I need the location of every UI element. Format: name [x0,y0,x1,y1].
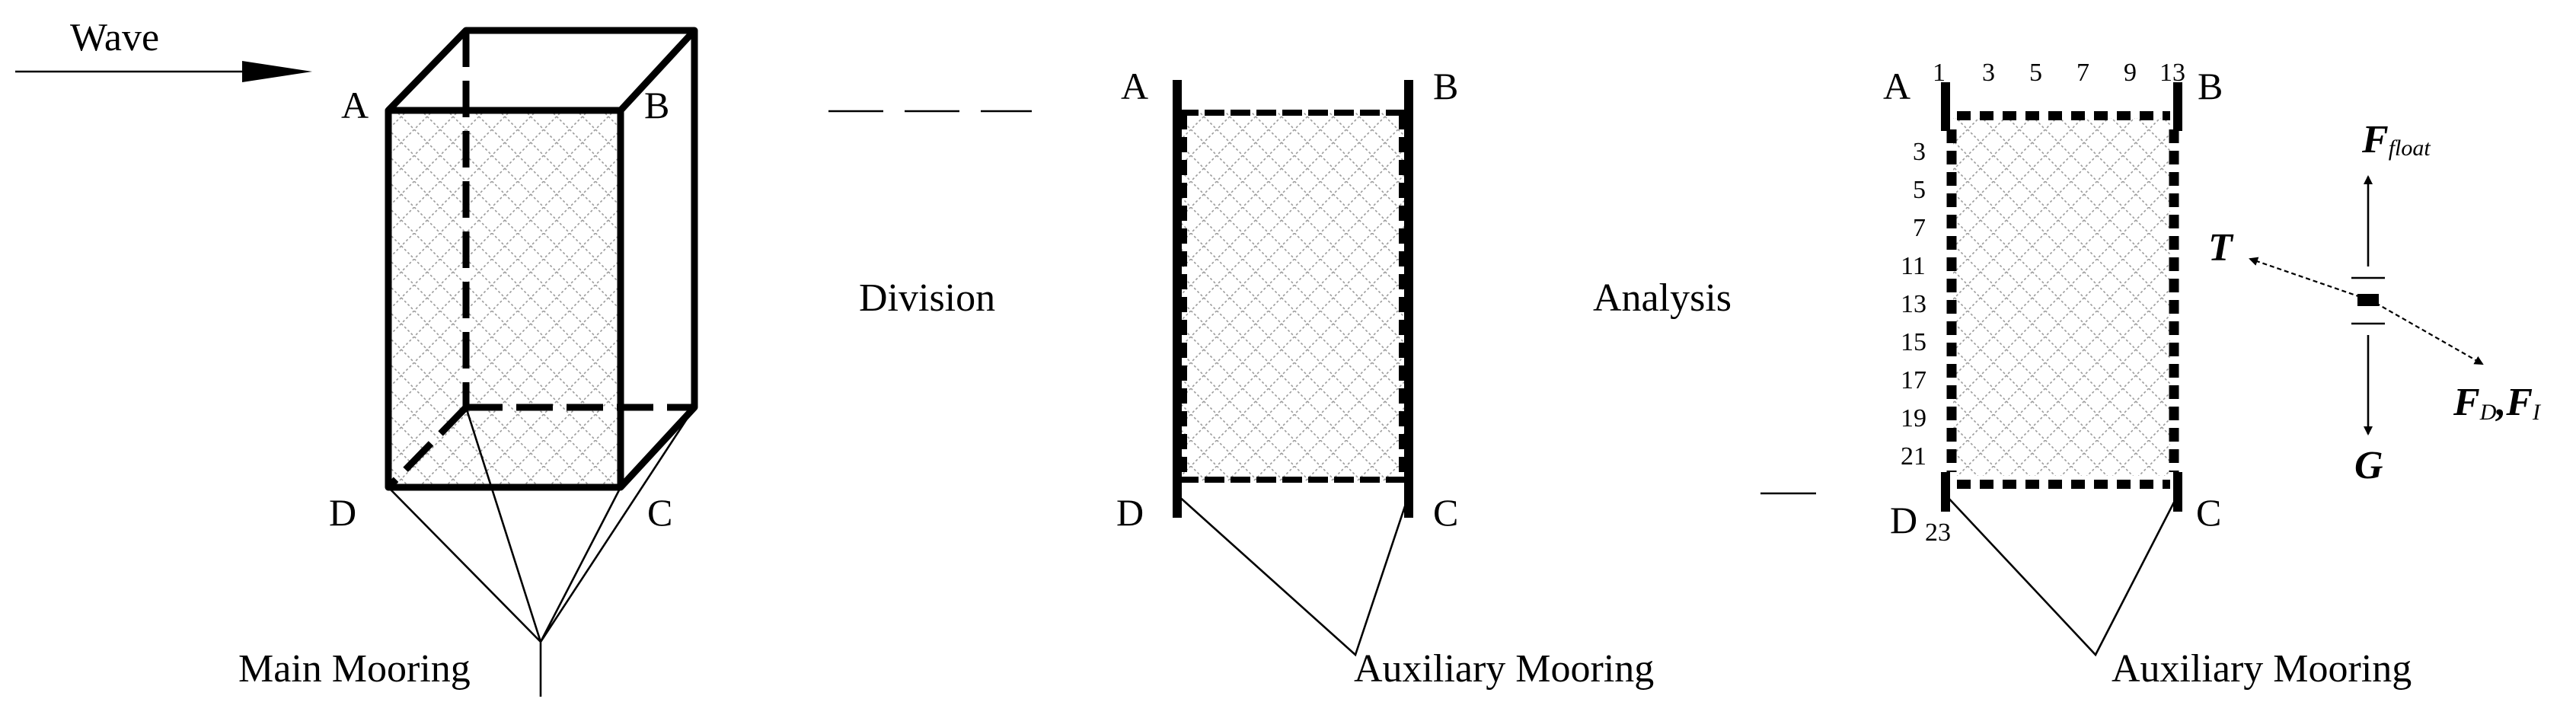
node-left-11: 11 [1901,252,1926,280]
node-left-19: 19 [1901,404,1926,432]
corner-label-a: A [1883,65,1910,107]
corner-label-c: C [1433,491,1458,534]
lumped-mass-node [2357,294,2379,306]
node-bottom-23: 23 [1925,519,1951,547]
node-left-21: 21 [1901,442,1926,471]
panel-net-cage-3d: A B D C Main Mooring [238,27,698,697]
drag-inertia-label: FD,FI [2453,381,2542,425]
wave-label: Wave [70,16,159,59]
cage-hidden-edges [385,30,694,490]
corner-label-b: B [2198,65,2223,107]
node-left-7: 7 [1913,214,1926,242]
force-diagram: Ffloat T FD,FI G [2208,118,2542,487]
corner-label-b: B [644,84,669,126]
analysis-step: Analysis [1593,276,1816,495]
corner-label-d: D [1116,491,1144,534]
node-left-3: 3 [1913,138,1926,166]
corner-label-a: A [1121,65,1148,107]
auxiliary-mooring-lines-2 [1945,494,2179,657]
cage-front-net [388,110,621,487]
node-top-3: 3 [1982,59,1995,87]
auxiliary-mooring-label-2: Auxiliary Mooring [2112,647,2412,691]
node-top-7: 7 [2076,59,2089,87]
analysis-label: Analysis [1593,276,1732,320]
wave-indicator: Wave [15,16,312,82]
panel-lumped-mass: A B D C 1 3 5 7 9 13 3 5 7 11 13 15 17 1… [1883,59,2412,691]
lumped-net-mesh [1953,118,2170,476]
main-mooring-label: Main Mooring [238,647,471,691]
node-top-13: 13 [2159,59,2185,87]
corner-label-d: D [329,491,356,534]
tension-label: T [2208,226,2234,270]
corner-label-b: B [1433,65,1458,107]
node-left-5: 5 [1913,176,1926,204]
division-label: Division [859,276,995,320]
drag-inertia-arrow [2375,302,2484,365]
float-force-label: Ffloat [2361,118,2431,161]
node-top-5: 5 [2029,59,2042,87]
division-step: Division [828,110,1032,320]
wave-arrow-head [242,61,312,82]
divided-net-mesh [1176,113,1411,482]
corner-label-a: A [341,84,369,126]
node-left-17: 17 [1901,366,1926,394]
tension-arrow [2249,257,2361,298]
panel-divided-net: A B D C Auxiliary Mooring [1116,65,1654,691]
main-mooring-lines [388,407,696,697]
node-left-13: 13 [1901,290,1926,318]
node-left-15: 15 [1901,328,1926,356]
corner-label-c: C [2196,491,2221,534]
auxiliary-mooring-lines-1 [1176,494,1410,657]
auxiliary-mooring-label-1: Auxiliary Mooring [1354,647,1654,691]
corner-label-c: C [647,491,672,534]
corner-label-d: D [1890,499,1917,541]
node-top-1: 1 [1933,59,1946,87]
node-top-9: 9 [2124,59,2137,87]
gravity-label: G [2354,444,2383,487]
